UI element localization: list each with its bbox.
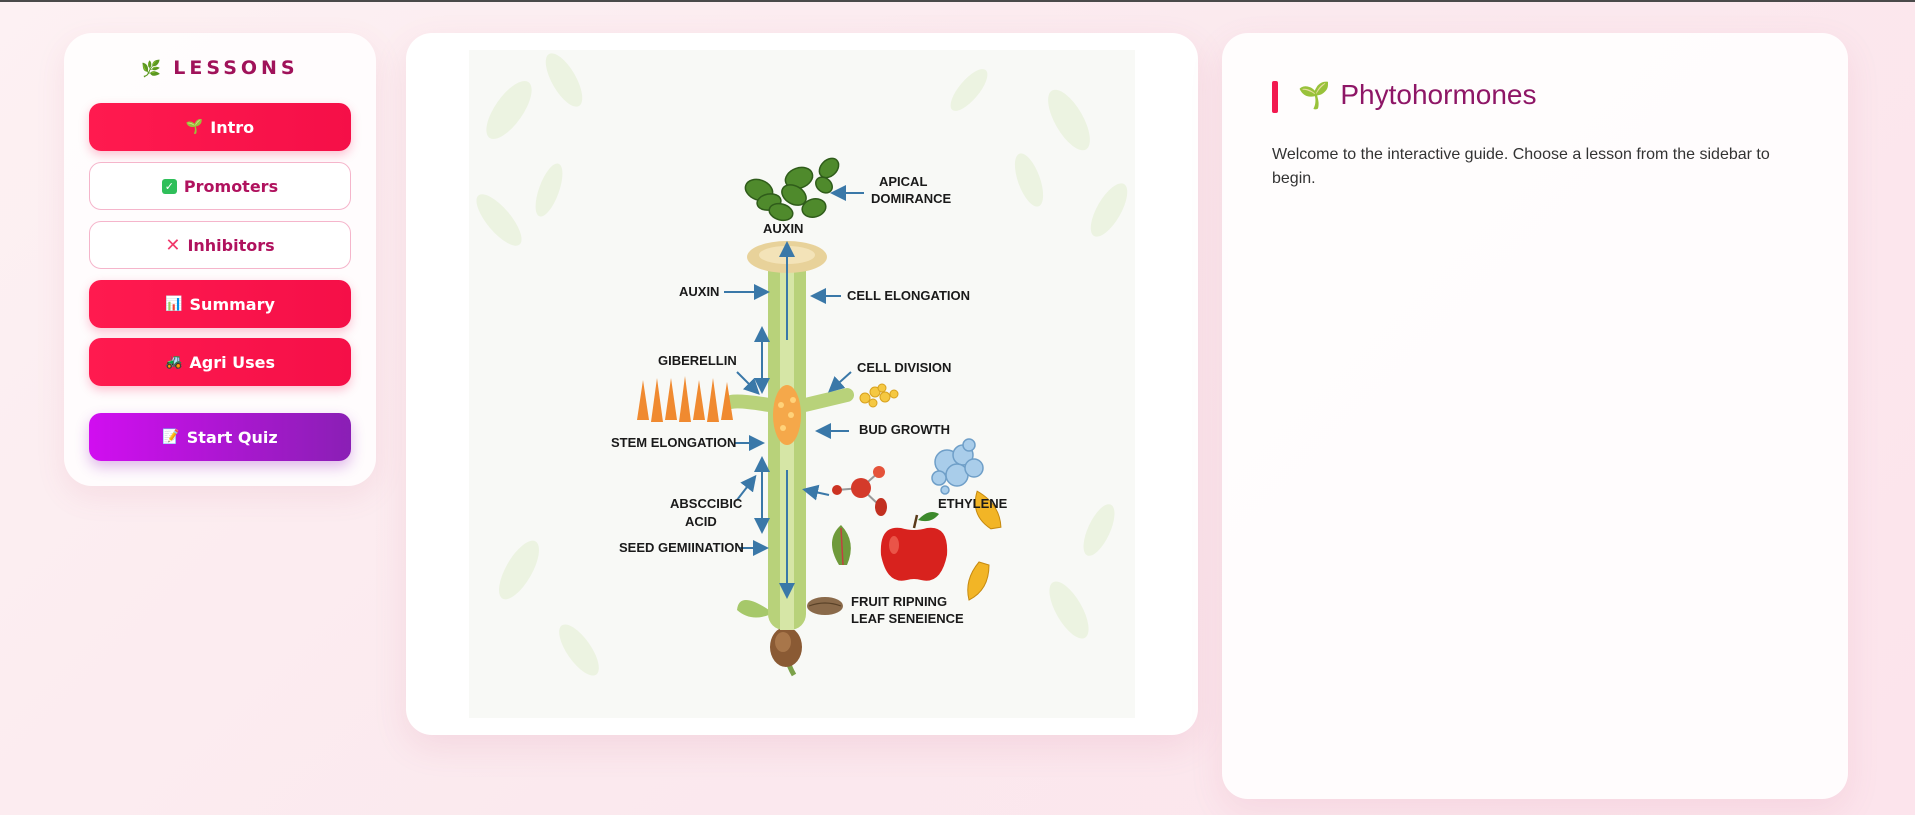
cross-icon: ✕ xyxy=(165,234,181,256)
window-top-border xyxy=(0,0,1915,2)
lesson-button-promoters[interactable]: ✓ Promoters xyxy=(89,162,351,210)
cell-division-dots xyxy=(859,383,899,408)
lesson-label: Inhibitors xyxy=(187,235,275,255)
start-quiz-button[interactable]: 📝 Start Quiz xyxy=(89,413,351,461)
memo-icon: 📝 xyxy=(162,429,180,445)
title-accent-bar xyxy=(1272,81,1278,113)
label-leaf-senescence: LEAF SENEIENCE xyxy=(851,611,964,626)
gibberellin-crystals xyxy=(637,376,733,422)
abscisic-molecule xyxy=(832,466,887,516)
label-apical: APICAL xyxy=(879,174,927,189)
sidebar-title-text: LESSONS xyxy=(173,57,299,79)
sprout-icon: 🌱 xyxy=(185,119,204,135)
label-abscisic-1: ABSCCIBIC xyxy=(670,496,743,511)
lesson-label: Promoters xyxy=(183,176,279,196)
lessons-sidebar: 🌿 LESSONS 🌱 Intro ✓ Promoters ✕ Inhibitor… xyxy=(64,33,376,486)
label-fruit-ripening: FRUIT RIPNING xyxy=(851,594,947,609)
chart-icon: 📊 xyxy=(165,296,183,312)
label-bud-growth: BUD GROWTH xyxy=(859,422,950,437)
apple xyxy=(880,512,948,581)
check-icon: ✓ xyxy=(161,178,177,194)
label-abscisic-2: ACID xyxy=(685,514,717,529)
plant-hormone-illustration: APICAL DOMIRANCE AUXIN AUXIN CELL ELONGA… xyxy=(476,53,1128,677)
seed-nut xyxy=(807,597,843,615)
label-auxin-top: AUXIN xyxy=(763,221,803,236)
label-stem-elongation: STEM ELONGATION xyxy=(611,435,736,450)
label-seed-germination: SEED GEMIINATION xyxy=(619,540,744,555)
label-auxin-left: AUXIN xyxy=(679,284,719,299)
label-cell-division: CELL DIVISION xyxy=(857,360,951,375)
label-ethylene: ETHYLENE xyxy=(938,496,1008,511)
info-title-text: Phytohormones xyxy=(1340,79,1537,110)
lesson-button-agri-uses[interactable]: 🚜 Agri Uses xyxy=(89,338,351,386)
quiz-label: Start Quiz xyxy=(186,427,278,447)
sprout-icon: 🌱 xyxy=(1298,80,1331,110)
diagram-card: APICAL DOMIRANCE AUXIN AUXIN CELL ELONGA… xyxy=(406,33,1198,735)
info-title: 🌱 Phytohormones xyxy=(1298,79,1536,111)
lesson-label: Intro xyxy=(210,117,255,137)
lesson-label: Agri Uses xyxy=(189,352,276,372)
background-leaves xyxy=(476,53,1128,676)
lesson-button-intro[interactable]: 🌱 Intro xyxy=(89,103,351,151)
auxin-granules xyxy=(744,157,840,222)
label-dominance: DOMIRANCE xyxy=(871,191,951,206)
lesson-button-inhibitors[interactable]: ✕ Inhibitors xyxy=(89,221,351,269)
plant-stem xyxy=(724,241,854,630)
ethylene-molecule xyxy=(931,438,984,495)
sidebar-title: 🌿 LESSONS xyxy=(64,57,376,79)
green-leaf xyxy=(831,525,851,566)
herb-icon: 🌿 xyxy=(141,59,162,78)
phytohormone-diagram: APICAL DOMIRANCE AUXIN AUXIN CELL ELONGA… xyxy=(469,50,1135,718)
label-arrows xyxy=(724,185,864,556)
autumn-leaves xyxy=(967,490,1002,601)
label-cell-elongation: CELL ELONGATION xyxy=(847,288,970,303)
info-panel: 🌱 Phytohormones Welcome to the interactiv… xyxy=(1222,33,1848,799)
tractor-icon: 🚜 xyxy=(164,354,183,370)
lesson-button-summary[interactable]: 📊 Summary xyxy=(89,280,351,328)
stem-arrows xyxy=(754,241,795,599)
info-description: Welcome to the interactive guide. Choose… xyxy=(1272,146,1770,187)
label-giberellin: GIBERELLIN xyxy=(658,353,737,368)
lesson-label: Summary xyxy=(189,294,275,314)
